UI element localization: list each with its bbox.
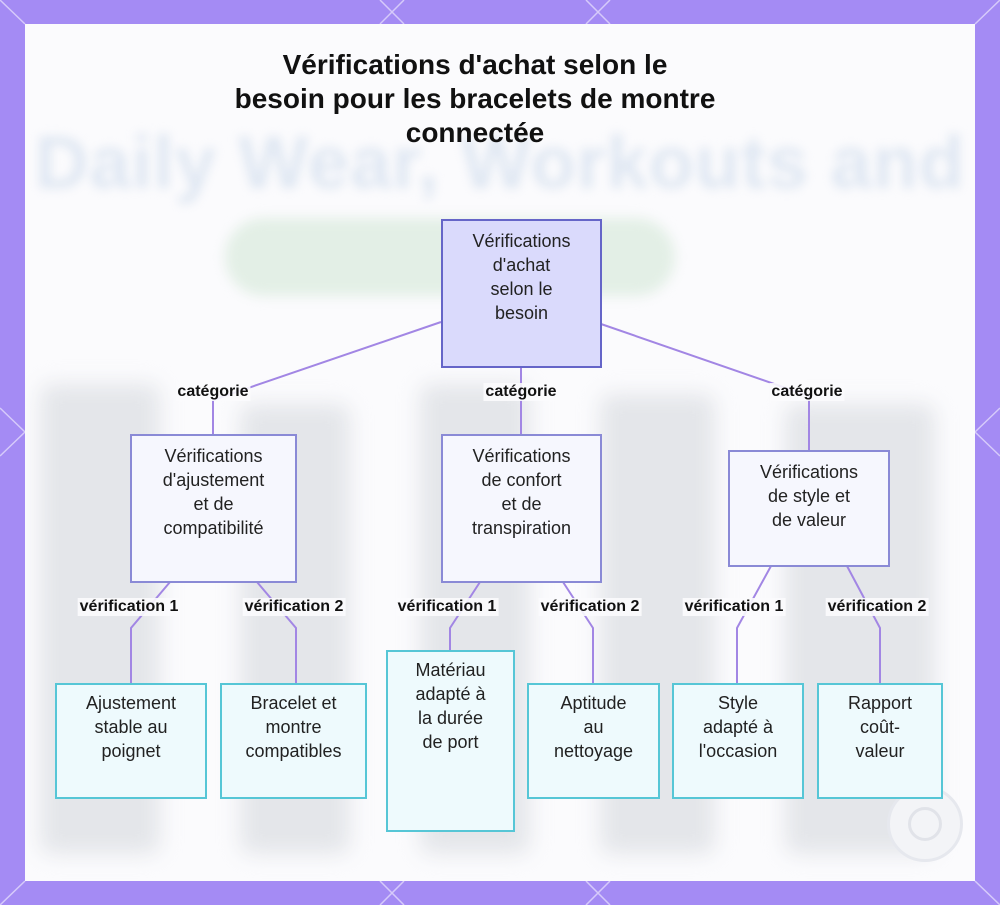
node-text-line: la durée — [417, 708, 484, 728]
node-text-line: au — [583, 717, 604, 737]
leaf-compat-node: Bracelet et montre compatibles — [220, 683, 367, 799]
node-text-line: poignet — [101, 741, 161, 761]
edge-label-check-2: vérification 2 — [825, 598, 929, 616]
node-text-line: de style et — [767, 486, 851, 506]
node-text-line: Bracelet et — [250, 693, 337, 713]
title-line: connectée — [405, 117, 545, 148]
node-text-line: et de — [501, 494, 542, 514]
node-text-line: compatibles — [245, 741, 342, 761]
edge-style-leaf1 — [736, 565, 772, 683]
node-text-line: nettoyage — [553, 741, 634, 761]
edge-label-check-1: vérification 1 — [682, 598, 786, 616]
node-text-line: et de — [193, 494, 234, 514]
node-text-line: de confort — [481, 470, 562, 490]
node-text-line: montre — [265, 717, 322, 737]
node-text-line: Matériau — [415, 660, 486, 680]
node-text-line: de valeur — [771, 510, 847, 530]
edge-label-check-2: vérification 2 — [242, 598, 346, 616]
node-text-line: besoin — [494, 303, 549, 323]
node-text-line: Ajustement — [85, 693, 177, 713]
edge-root-fit — [212, 321, 442, 434]
leaf-fit-node: Ajustement stable au poignet — [55, 683, 207, 799]
node-text-line: adapté à — [702, 717, 774, 737]
node-text-line: Vérifications — [164, 446, 263, 466]
edge-label-check-1: vérification 1 — [77, 598, 181, 616]
node-text-line: compatibilité — [163, 518, 264, 538]
node-text-line: adapté à — [415, 684, 486, 704]
node-text-line: l'occasion — [698, 741, 778, 761]
leaf-value-node: Rapport coût- valeur — [817, 683, 943, 799]
edge-comfort-leaf2 — [562, 581, 594, 683]
background-blurred-text: Daily Wear, Workouts and Style — [35, 121, 975, 204]
node-text-line: d'achat — [492, 255, 551, 275]
node-text-line: selon le — [490, 279, 553, 299]
edge-fit-leaf2 — [256, 581, 297, 683]
node-text-line: coût- — [859, 717, 900, 737]
node-text-line: d'ajustement — [162, 470, 265, 490]
edge-fit-leaf1 — [130, 581, 171, 683]
leaf-material-node: Matériau adapté à la durée de port — [386, 650, 515, 832]
category-fit-node: Vérifications d'ajustement et de compati… — [130, 434, 297, 583]
node-text-line: transpiration — [471, 518, 572, 538]
node-text-line: Aptitude — [560, 693, 627, 713]
node-text-line: Vérifications — [472, 231, 571, 251]
title-line: Vérifications d'achat selon le — [282, 49, 668, 80]
leaf-cleaning-node: Aptitude au nettoyage — [527, 683, 660, 799]
edge-label-check-2: vérification 2 — [538, 598, 642, 616]
node-text-line: Style — [717, 693, 758, 713]
edge-label-category: catégorie — [483, 383, 559, 401]
category-style-node: Vérifications de style et de valeur — [728, 450, 890, 567]
node-text-line: Vérifications — [472, 446, 571, 466]
node-text-line: Vérifications — [759, 462, 859, 482]
edge-label-category: catégorie — [769, 383, 845, 401]
edge-comfort-leaf1 — [449, 581, 481, 650]
edge-style-leaf2 — [846, 565, 881, 683]
node-text-line: Rapport — [847, 693, 913, 713]
root-node: Vérifications d'achat selon le besoin — [441, 219, 602, 368]
leaf-style-node: Style adapté à l'occasion — [672, 683, 804, 799]
node-text-line: de port — [422, 732, 479, 752]
edge-label-category: catégorie — [175, 383, 251, 401]
node-text-line: valeur — [855, 741, 905, 761]
category-comfort-node: Vérifications de confort et de transpira… — [441, 434, 602, 583]
title-line: besoin pour les bracelets de montre — [234, 83, 716, 114]
diagram-title: Vérifications d'achat selon le besoin po… — [200, 48, 750, 150]
node-text-line: stable au — [94, 717, 168, 737]
edge-label-check-1: vérification 1 — [395, 598, 499, 616]
